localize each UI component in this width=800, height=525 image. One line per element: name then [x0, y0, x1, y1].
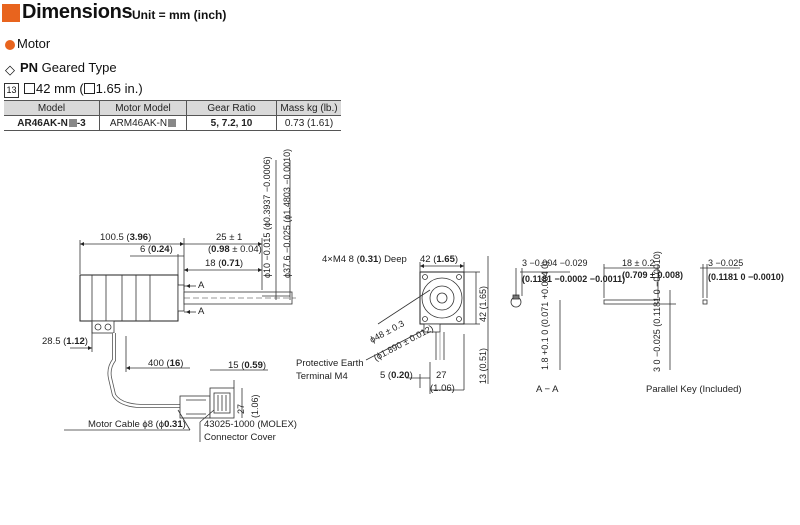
- title-section-a-a: A − A: [536, 384, 559, 395]
- dim-1-06-connector: (1.06): [250, 394, 260, 418]
- cell-model: AR46AK-N -3: [4, 115, 100, 131]
- dim-text: 18 (: [205, 258, 222, 269]
- dim-text: 28.5 (: [42, 336, 67, 347]
- motor-side-view: [79, 274, 296, 334]
- dim-5: 5 (0.20): [380, 370, 413, 381]
- bullet-dot-icon: [5, 40, 15, 50]
- section-motor: Motor: [17, 36, 51, 51]
- cell-mass: 0.73 (1.61): [276, 115, 341, 131]
- dim-27-connector: 27: [236, 403, 246, 414]
- geared-text: Geared Type: [38, 60, 117, 75]
- dim-key-3: 3 −0.025: [708, 258, 744, 268]
- dim-key-3-vertical: 3 0 −0.025 (0.1181 0 −0.0010): [652, 251, 662, 372]
- spec-table: Model Motor Model Gear Ratio Mass kg (lb…: [4, 100, 341, 131]
- motor-model-text: ARM46AK-N: [109, 117, 168, 129]
- dim-bold: 0.31: [359, 254, 379, 265]
- frame-size-in: 1.65 in.): [95, 81, 143, 96]
- dim-bold: 16: [169, 358, 181, 369]
- dim-aa-0-1181: (0.1181 −0.0002 −0.0011): [522, 274, 626, 284]
- cable-text: Motor Cable ϕ8 (ϕ: [88, 419, 165, 430]
- dim-key-0-1181: (0.1181 0 −0.0010): [708, 272, 784, 282]
- dim-text: ± 0.04): [229, 244, 262, 255]
- label-terminal-m4: Terminal M4: [296, 371, 348, 382]
- motor-front-view: [419, 271, 465, 360]
- parallel-key: [603, 299, 708, 305]
- dim-1-06: (1.06): [430, 383, 455, 394]
- model-suffix: -3: [76, 117, 86, 129]
- square-icon: [24, 83, 35, 94]
- col-gear-ratio: Gear Ratio: [186, 100, 277, 116]
- dim-shaft-phi37-6: ϕ37.6 −0.025 (ϕ1.4803 −0.0010): [282, 148, 292, 278]
- dim-400: 400 (16): [148, 358, 184, 369]
- dim-100-5: 100.5 (3.96): [100, 232, 152, 243]
- title-parallel-key: Parallel Key (Included): [646, 384, 742, 395]
- dim-bold: 1.65: [436, 254, 455, 265]
- dim-bold: 0.20: [391, 370, 410, 381]
- frame-size: 42 mm ( 1.65 in.): [24, 81, 143, 96]
- dim-0-98: (0.98 ± 0.04): [208, 244, 262, 255]
- diamond-icon: ◇: [5, 62, 15, 77]
- dim-aa-1-8: 1.8 +0.1 0 (0.071 +0.004 0): [540, 260, 550, 370]
- dim-bold: 0.71: [221, 258, 240, 269]
- dim-shaft-phi10: ϕ10 −0.015 (ϕ0.3937 −0.0006): [262, 156, 272, 278]
- dim-6: 6 (0.24): [140, 244, 173, 255]
- dim-text: 100.5 (: [100, 232, 130, 243]
- dim-text: 6 (: [140, 244, 152, 255]
- dim-key-0-709: (0.709 ± 0.008): [622, 270, 683, 280]
- section-mark-a-bottom: A: [198, 306, 205, 317]
- dim-42-side: 42 (1.65): [478, 285, 488, 322]
- dim-bold: 0.24: [151, 244, 170, 255]
- section-geared-type: PN Geared Type: [20, 60, 117, 75]
- dim-bold: 3.96: [129, 232, 149, 243]
- label-connector-cover: Connector Cover: [204, 432, 276, 443]
- frame-size-mm: 42 mm (: [36, 81, 84, 96]
- connector: [179, 387, 235, 419]
- dim-text: (: [208, 244, 212, 255]
- dim-bold: 1.12: [66, 336, 85, 347]
- section-mark-a-top: A: [198, 280, 205, 291]
- dim-28-5: 28.5 (1.12): [42, 336, 88, 347]
- col-motor-model: Motor Model: [99, 100, 187, 116]
- placeholder-square-icon: [68, 118, 77, 127]
- col-model: Model: [4, 100, 100, 116]
- dim-15: 15 (0.59): [228, 360, 267, 371]
- dim-text: ) Deep: [378, 254, 407, 265]
- header-accent-square: [2, 4, 20, 22]
- dim-18: 18 (0.71): [205, 258, 244, 269]
- dim-25: 25 ± 1: [216, 232, 243, 243]
- dim-text: 42 (: [420, 254, 437, 265]
- cell-gear-ratio: 5, 7.2, 10: [186, 115, 277, 131]
- dim-text: 400 (: [148, 358, 170, 369]
- page-title: Dimensions: [22, 1, 133, 23]
- geared-prefix: PN: [20, 60, 39, 75]
- dim-key-18: 18 ± 0.2: [622, 258, 655, 268]
- section-a-a: [510, 294, 522, 308]
- dim-aa-3: 3 −0.004 −0.029: [522, 258, 588, 268]
- dim-bold: 0.59: [244, 360, 263, 371]
- cell-motor-model: ARM46AK-N: [99, 115, 187, 131]
- square-icon: [83, 83, 95, 94]
- col-mass: Mass kg (lb.): [276, 100, 341, 116]
- label-molex: 43025-1000 (MOLEX): [204, 419, 297, 430]
- table-header-row: Model Motor Model Gear Ratio Mass kg (lb…: [4, 100, 341, 116]
- unit-note: Unit = mm (inch): [132, 8, 227, 22]
- dim-text: 15 (: [228, 360, 245, 371]
- dim-13: 13 (0.51): [478, 347, 488, 384]
- dim-text: 5 (: [380, 370, 392, 381]
- placeholder-square-icon: [168, 118, 177, 127]
- table-row: AR46AK-N -3 ARM46AK-N 5, 7.2, 10 0.73 (1.…: [4, 115, 341, 131]
- dim-27: 27: [436, 370, 447, 381]
- dim-4xm4: 4×M4 8 (0.31) Deep: [322, 254, 407, 265]
- label-motor-cable: Motor Cable ϕ8 (ϕ0.31): [88, 419, 186, 430]
- frame-number-badge: 13: [4, 83, 19, 98]
- label-protective-earth: Protective Earth: [296, 358, 364, 369]
- cable-bold: 0.31: [164, 419, 183, 430]
- dim-42-top: 42 (1.65): [420, 254, 459, 265]
- dim-text: 4×M4 8 (: [322, 254, 360, 265]
- model-text: AR46AK-N: [17, 117, 68, 129]
- dim-bold: 0.98: [211, 244, 230, 255]
